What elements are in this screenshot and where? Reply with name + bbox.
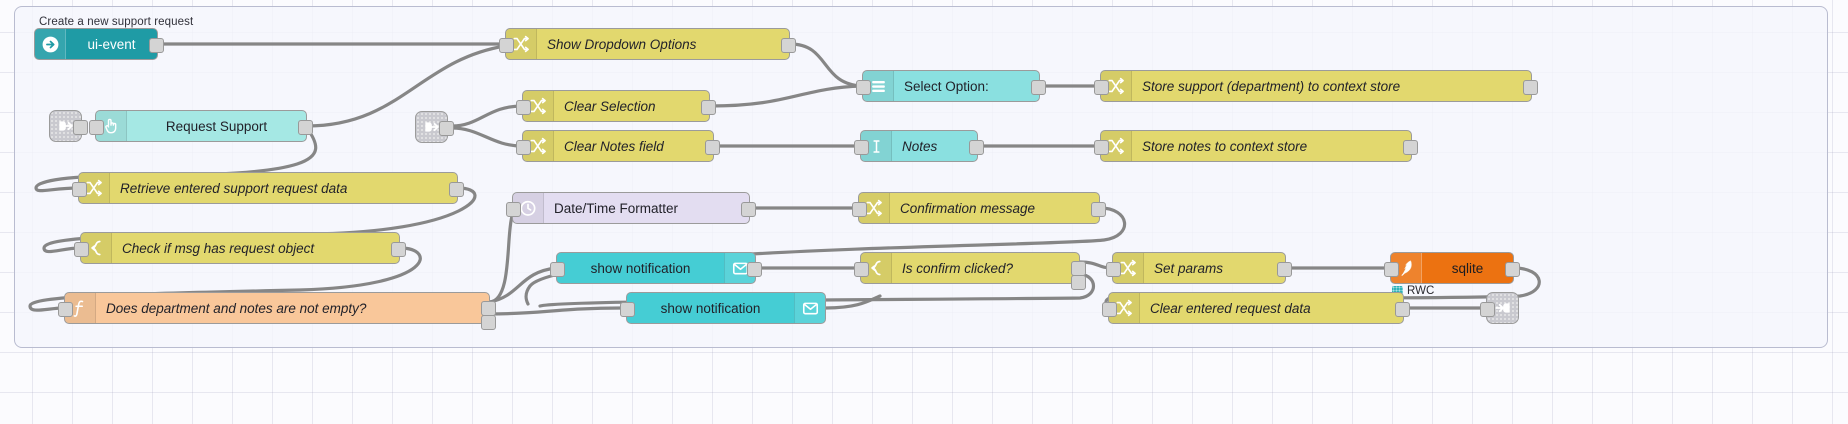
node-set-params[interactable]: Set params [1106,252,1292,284]
node-does-department-and-notes-are-not-empty[interactable]: Does department and notes are not empty? [58,292,496,330]
node-notes[interactable]: Notes [854,130,984,162]
node-ui-event[interactable]: ui-event [34,28,164,60]
output-port[interactable] [701,99,716,115]
node-label: ui-event [87,36,136,52]
input-port[interactable] [1480,301,1495,317]
node-clear-entered-request-data[interactable]: Clear entered request data [1102,292,1410,324]
output-port[interactable] [741,201,756,217]
node-label: Set params [1154,260,1224,276]
input-port[interactable] [516,99,531,115]
input-port[interactable] [1094,79,1109,95]
node-label: sqlite [1451,260,1484,276]
node-label: Select Option: [904,78,989,94]
link-in-icon [58,121,73,131]
input-port[interactable] [89,119,104,135]
change-icon [79,173,110,203]
node-check-if-msg-has-request-object[interactable]: Check if msg has request object [74,232,406,264]
output-port[interactable] [439,120,454,136]
node-label: Clear Notes field [564,138,664,154]
input-port[interactable] [550,261,565,277]
arrow-right-circle-icon [35,29,66,59]
output-port-1[interactable] [1071,261,1086,276]
output-port[interactable] [1091,201,1106,217]
output-port[interactable] [1395,301,1410,317]
node-link-out-1[interactable] [1480,292,1519,324]
node-retrieve-entered-support-request-data[interactable]: Retrieve entered support request data [72,172,464,204]
node-label: Is confirm clicked? [902,260,1014,276]
node-show-notification-2[interactable]: show notification [620,292,826,324]
output-port[interactable] [449,181,464,197]
input-port[interactable] [854,261,869,277]
node-label: Does department and notes are not empty? [106,300,367,316]
input-port[interactable] [499,37,514,53]
node-clear-selection[interactable]: Clear Selection [516,90,716,122]
node-label: Confirmation message [900,200,1036,216]
node-label: Clear Selection [564,98,656,114]
node-show-dropdown-options[interactable]: Show Dropdown Options [499,28,796,60]
node-clear-notes-field[interactable]: Clear Notes field [516,130,720,162]
output-port-1[interactable] [481,301,496,316]
pointer-hand-icon [96,111,127,141]
node-select-option[interactable]: Select Option: [856,70,1046,102]
node-label: show notification [660,300,761,316]
node-label: Store support (department) to context st… [1142,78,1401,94]
input-port[interactable] [1106,261,1121,277]
input-port[interactable] [72,181,87,197]
input-port[interactable] [516,139,531,155]
node-label: Check if msg has request object [122,240,315,256]
output-port-2[interactable] [481,315,496,330]
output-port[interactable] [705,139,720,155]
node-label: Notes [902,138,938,154]
node-label: Retrieve entered support request data [120,180,348,196]
node-date-time-formatter[interactable]: Date/Time Formatter [506,192,756,224]
output-port[interactable] [1505,261,1520,277]
node-label: Show Dropdown Options [547,36,697,52]
node-link-in-2[interactable] [415,111,454,143]
node-label: show notification [590,260,691,276]
output-port[interactable] [1277,261,1292,277]
database-status-icon [1392,285,1403,297]
node-label: Clear entered request data [1150,300,1311,316]
input-port[interactable] [856,79,871,95]
node-sqlite[interactable]: sqlite [1384,252,1520,284]
output-port[interactable] [1403,139,1418,155]
node-show-notification-1[interactable]: show notification [550,252,762,284]
output-port[interactable] [747,261,762,277]
envelope-icon [794,293,825,323]
input-port[interactable] [1102,301,1117,317]
status-badge-sqlite: RWC [1392,285,1434,297]
node-store-support-to-context-store[interactable]: Store support (department) to context st… [1094,70,1538,102]
node-is-confirm-clicked[interactable]: Is confirm clicked? [854,252,1086,290]
link-out-icon [1494,303,1510,313]
input-port[interactable] [1384,261,1399,277]
input-port[interactable] [1094,139,1109,155]
node-label: Store notes to context store [1142,138,1308,154]
node-request-support[interactable]: Request Support [89,110,313,142]
input-port[interactable] [852,201,867,217]
node-label: Request Support [165,118,268,134]
node-label: Date/Time Formatter [554,200,679,216]
output-port[interactable] [1523,79,1538,95]
link-in-icon [424,122,439,132]
node-link-in-1[interactable] [49,110,88,142]
input-port[interactable] [620,301,635,317]
input-port[interactable] [58,301,73,317]
node-store-notes-to-context-store[interactable]: Store notes to context store [1094,130,1418,162]
output-port[interactable] [969,139,984,155]
input-port[interactable] [506,201,521,217]
output-port[interactable] [73,119,88,135]
output-port[interactable] [149,37,164,53]
status-text: RWC [1407,285,1435,297]
output-port[interactable] [1031,79,1046,95]
output-port[interactable] [298,119,313,135]
output-port-2[interactable] [1071,275,1086,290]
input-port[interactable] [854,139,869,155]
output-port[interactable] [391,241,406,257]
output-port[interactable] [781,37,796,53]
input-port[interactable] [74,241,89,257]
node-confirmation-message[interactable]: Confirmation message [852,192,1106,224]
flow-group-label: Create a new support request [39,16,194,28]
